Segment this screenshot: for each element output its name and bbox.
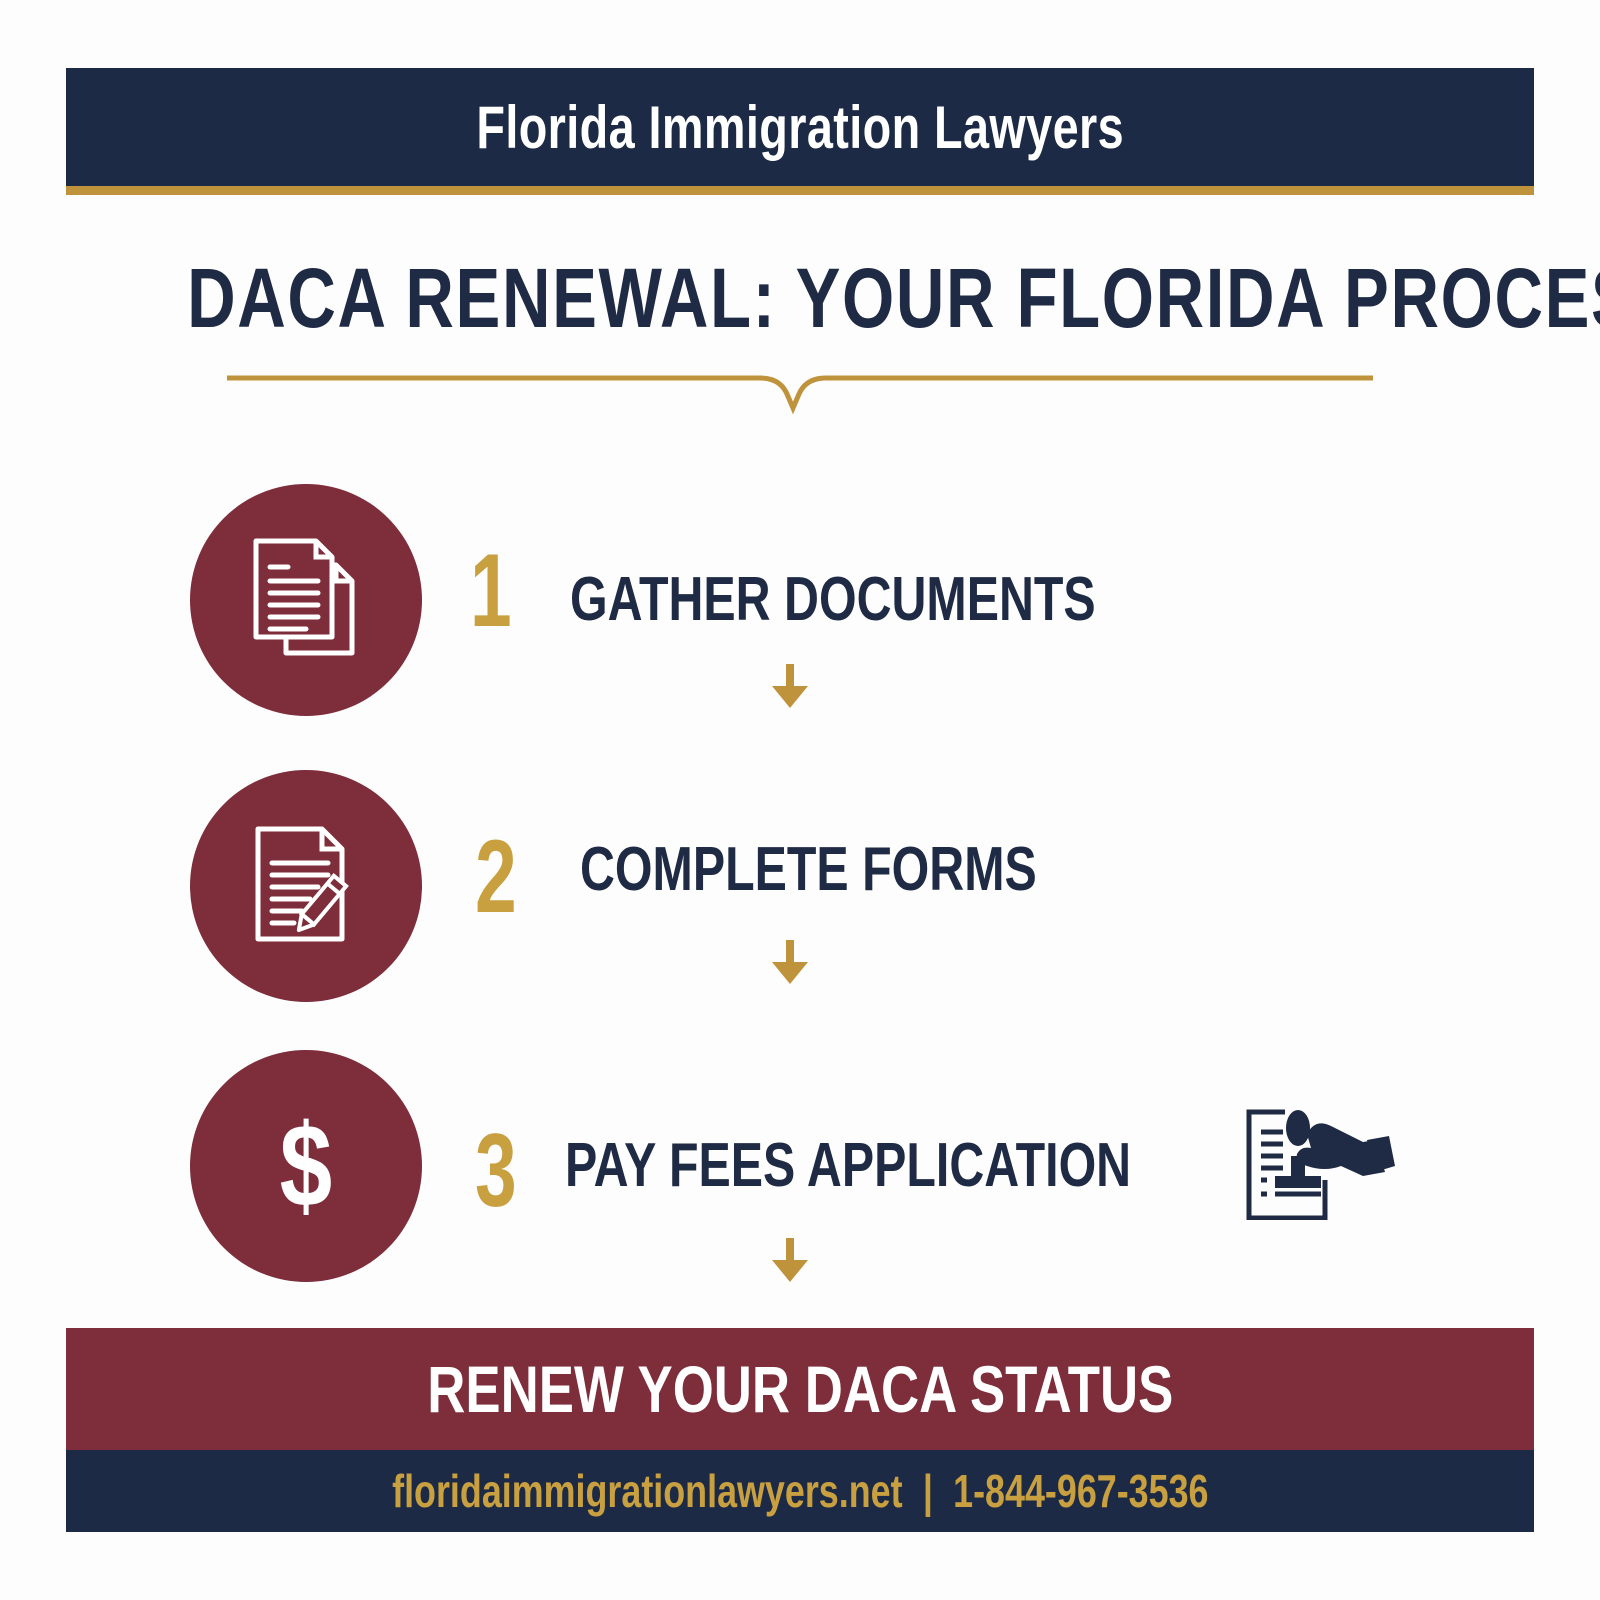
stamp-approval-icon	[1246, 1109, 1395, 1220]
step-2: 2 COMPLETE FORMS	[0, 770, 1600, 1010]
step-1-icon-circle	[190, 484, 422, 716]
down-arrow-icon	[772, 1238, 808, 1282]
documents-icon	[253, 538, 355, 656]
step-2-number: 2	[475, 819, 517, 935]
cta-label: RENEW YOUR DACA STATUS	[426, 1352, 1174, 1426]
form-pencil-icon	[255, 826, 349, 942]
header-gold-rule	[66, 186, 1534, 195]
step-1-label: GATHER DOCUMENTS	[570, 565, 1096, 634]
step-3-number: 3	[475, 1113, 517, 1229]
step-2-icon-circle	[190, 770, 422, 1002]
footer-bar: floridaimmigrationlawyers.net | 1-844-967-…	[66, 1450, 1534, 1532]
step-2-label: COMPLETE FORMS	[580, 835, 1037, 904]
website-link[interactable]: floridaimmigrationlawyers.net	[391, 1465, 903, 1517]
dollar-icon: $	[279, 1100, 333, 1232]
brand-name: Florida Immigration Lawyers	[476, 93, 1124, 161]
step-1: 1 GATHER DOCUMENTS	[0, 484, 1600, 724]
footer-contact: floridaimmigrationlawyers.net | 1-844-967-…	[392, 1464, 1208, 1518]
page-title: DACA RENEWAL: YOUR FLORIDA PROCESS	[187, 251, 1600, 345]
step-3: $ 3 PAY FEES APPLICATION	[0, 1050, 1600, 1290]
cta-banner: RENEW YOUR DACA STATUS	[66, 1328, 1534, 1450]
phone-number[interactable]: 1-844-967-3536	[952, 1465, 1209, 1517]
footer-separator: |	[922, 1465, 933, 1517]
ornamental-divider	[227, 375, 1373, 415]
step-3-label: PAY FEES APPLICATION	[565, 1131, 1132, 1200]
down-arrow-icon	[772, 940, 808, 984]
title-container: DACA RENEWAL: YOUR FLORIDA PROCESS	[0, 250, 1600, 347]
step-1-number: 1	[470, 533, 512, 649]
header-banner: Florida Immigration Lawyers	[66, 68, 1534, 186]
step-3-icon-circle: $	[190, 1050, 422, 1282]
down-arrow-icon	[772, 664, 808, 708]
